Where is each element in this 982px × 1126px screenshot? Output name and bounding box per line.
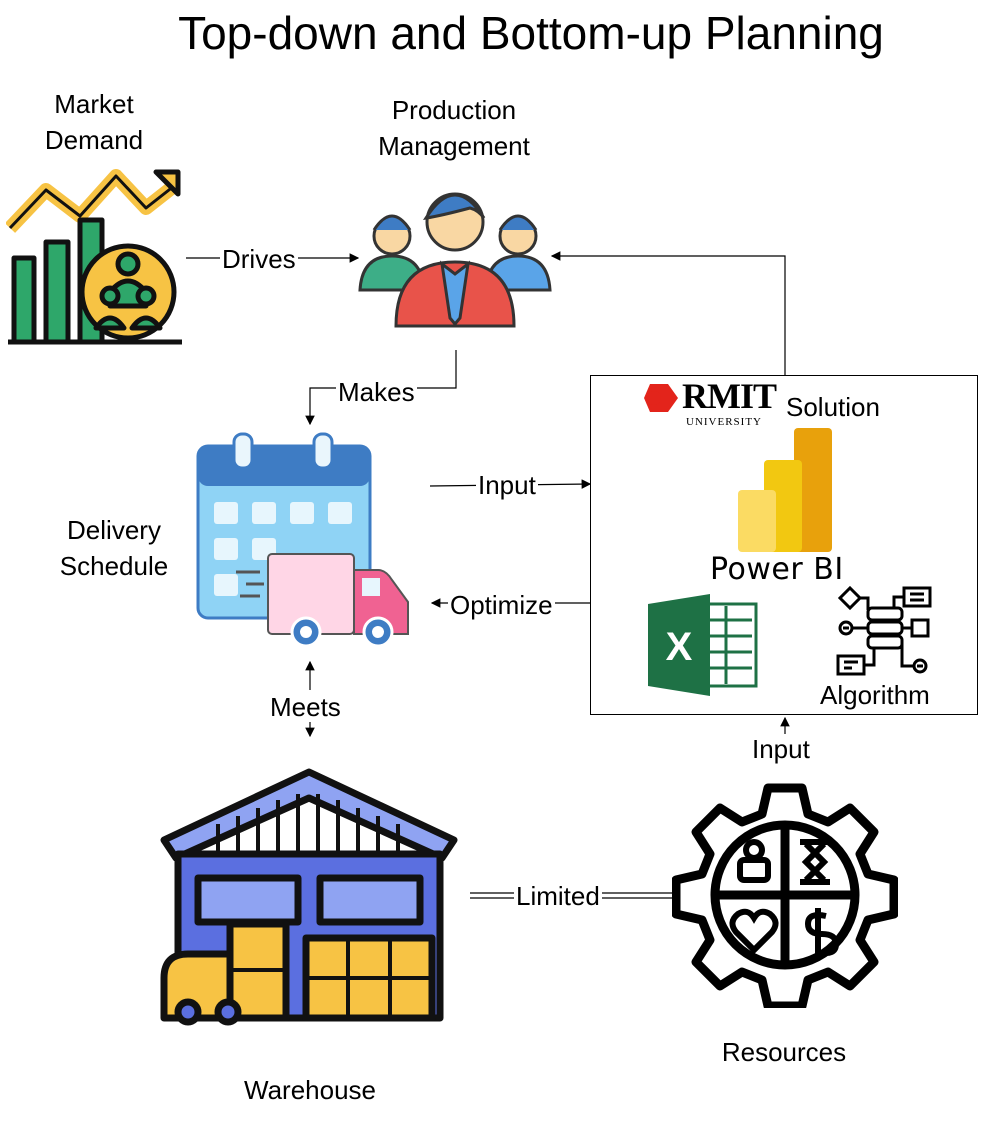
algorithm-icon <box>836 586 932 676</box>
edge-solution-production-line <box>550 251 786 375</box>
power-bi-label: Power BI <box>710 552 844 587</box>
excel-icon: X <box>648 594 758 696</box>
power-bi-icon <box>738 428 832 552</box>
node-label-warehouse: Warehouse <box>244 1075 376 1105</box>
edge-label-input-schedule: Input <box>476 470 538 500</box>
rmit-logo-sub: UNIVERSITY <box>686 416 762 428</box>
excel-letter: X <box>666 625 693 669</box>
node-label-production-management: Production Management <box>378 95 530 161</box>
edge-label-input-resources: Input <box>750 734 812 764</box>
node-label-delivery-schedule: Delivery Schedule <box>59 515 169 581</box>
rmit-logo-icon <box>644 384 678 412</box>
diagram-title: Top-down and Bottom-up Planning <box>178 7 884 59</box>
solution-label: Solution <box>786 392 880 422</box>
warehouse-icon <box>160 768 458 1026</box>
resources-gear-icon <box>672 783 898 1008</box>
market-chart-icon <box>6 168 184 346</box>
algorithm-label: Algorithm <box>820 680 930 710</box>
edge-label-meets: Meets <box>268 692 343 722</box>
rmit-logo-word: RMIT <box>682 376 777 416</box>
node-label-market-demand: Market Demand <box>44 89 144 155</box>
team-icon <box>358 192 552 328</box>
calendar-truck-icon <box>196 432 409 648</box>
edge-label-makes: Makes <box>336 377 417 407</box>
edge-label-optimize: Optimize <box>448 590 555 620</box>
edge-label-drives: Drives <box>220 244 298 274</box>
node-label-resources: Resources <box>721 1037 847 1067</box>
edge-label-limited: Limited <box>514 881 602 911</box>
